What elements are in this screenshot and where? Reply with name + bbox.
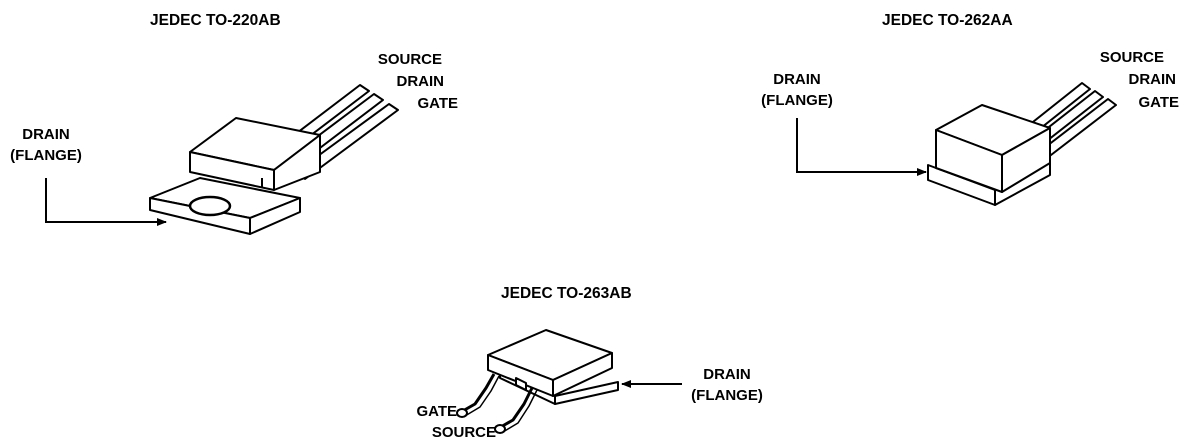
to220ab-pin-gate: GATE [417,95,458,112]
to263ab-package-drawing [456,329,619,434]
to220ab-title: JEDEC TO-220AB [150,12,281,29]
to220ab-pin-drain: DRAIN [396,73,445,90]
to262aa-flange-label-line1: DRAIN [773,71,821,88]
to263ab-lead-gate [460,373,496,414]
to262aa-flange-label-line2: (FLANGE) [761,92,833,109]
to263ab-pin-gate: GATE [416,403,457,420]
to220ab-flange-label-line1: DRAIN [22,126,70,143]
to262aa-title: JEDEC TO-262AA [882,12,1013,29]
to263ab-flange-label-line2: (FLANGE) [691,387,763,404]
to220ab-pin-source: SOURCE [377,51,442,68]
to220ab-mounting-hole [188,195,232,217]
to263ab-center-stub [515,377,527,391]
to220ab-package-drawing [149,84,399,235]
to220ab-flange-leader [45,178,167,226]
to263ab-pin-source: SOURCE [431,424,496,441]
to220ab-flange-label-line2: (FLANGE) [10,147,82,164]
to263ab-lead-source [498,387,534,430]
to263ab-title: JEDEC TO-263AB [501,285,632,302]
to262aa-pin-drain: DRAIN [1128,71,1177,88]
to263ab-flange-label-line1: DRAIN [703,366,751,383]
to262aa-package-drawing [927,82,1117,206]
to262aa-pin-gate: GATE [1138,94,1179,111]
to262aa-pin-source: SOURCE [1099,49,1164,66]
to262aa-flange-leader [796,118,927,176]
